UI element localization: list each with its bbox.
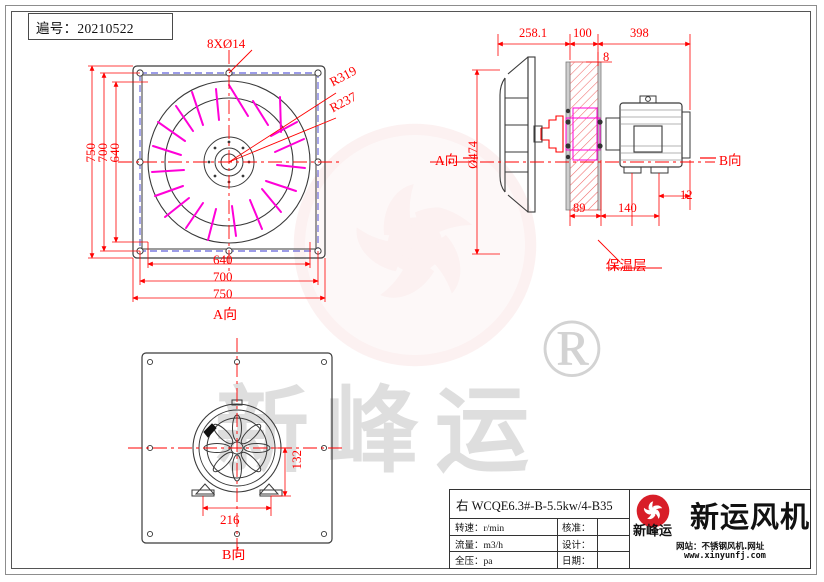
drawing-code-text: 遍号：20210522 bbox=[36, 20, 134, 36]
side-arrow-b-label: B向 bbox=[719, 153, 742, 168]
insulation-label: 保温层 bbox=[606, 258, 647, 273]
table-row: 转速：r/min 核准： bbox=[450, 519, 629, 536]
table-row: 流量：m3/h 设计： bbox=[450, 535, 629, 553]
front-bolt-callout: 8XØ14 bbox=[207, 36, 246, 51]
spec-value-date[interactable] bbox=[598, 552, 629, 568]
spec-value-designer[interactable] bbox=[598, 536, 629, 552]
spec-label-date: 日期： bbox=[558, 552, 598, 569]
title-block-left: 右 WCQE6.3#-B-5.5kw/4-B35 转速：r/min 核准： 流量… bbox=[450, 490, 630, 569]
side-dim-398: 398 bbox=[630, 26, 649, 40]
website-url[interactable]: www.xinyunfj.com bbox=[684, 551, 766, 561]
spec-label-speed: 转速：r/min bbox=[450, 519, 558, 535]
spec-rows: 转速：r/min 核准： 流量：m3/h 设计： 全压：pa 日期： bbox=[450, 519, 629, 569]
title-block-brand: 新峰运 新运风机 网站：不锈钢风机.网址 www.xinyunfj.com bbox=[630, 490, 810, 568]
model-designation: 右 WCQE6.3#-B-5.5kw/4-B35 bbox=[450, 490, 629, 519]
side-dim-140: 140 bbox=[618, 201, 637, 215]
side-dim-100: 100 bbox=[573, 26, 592, 40]
front-dim-640-bottom: 640 bbox=[213, 252, 233, 267]
side-view-dimensions bbox=[463, 34, 716, 269]
spec-value-approved[interactable] bbox=[598, 519, 629, 535]
brand-logo-row bbox=[636, 494, 670, 528]
bottom-view-label: B向 bbox=[222, 548, 246, 563]
front-dim-640-left: 640 bbox=[107, 143, 122, 163]
front-view-label: A向 bbox=[213, 308, 238, 323]
front-view-dimensions bbox=[88, 49, 337, 302]
bottom-dim-216: 216 bbox=[220, 512, 240, 527]
website-label: 网站：不锈钢风机.网址 bbox=[676, 542, 765, 552]
sheet-border-outer bbox=[5, 5, 817, 575]
front-view-geometry bbox=[118, 50, 340, 272]
spec-label-flow: 流量：m3/h bbox=[450, 535, 558, 552]
side-bore-dim: Ø474 bbox=[466, 141, 480, 169]
spec-label-approved: 核准： bbox=[558, 519, 598, 535]
front-dim-750-bottom: 750 bbox=[213, 286, 233, 301]
side-arrow-a-label: A向 bbox=[435, 153, 459, 168]
bottom-view-dimensions bbox=[202, 447, 291, 516]
spec-label-pressure: 全压：pa bbox=[450, 552, 558, 569]
side-dim-89: 89 bbox=[573, 201, 586, 215]
drawing-code-box: 遍号：20210522 bbox=[28, 13, 173, 40]
side-dim-12: 12 bbox=[680, 188, 693, 202]
title-block: 右 WCQE6.3#-B-5.5kw/4-B35 转速：r/min 核准： 流量… bbox=[449, 489, 811, 569]
side-plate-thickness: 8 bbox=[603, 50, 610, 64]
table-row: 全压：pa 日期： bbox=[450, 552, 629, 569]
bottom-dim-132: 132 bbox=[289, 450, 304, 470]
front-dim-700-bottom: 700 bbox=[213, 269, 233, 284]
side-dim-258: 258.1 bbox=[519, 26, 548, 40]
side-view-geometry bbox=[430, 56, 715, 213]
brand-script-text: 新峰运 bbox=[633, 524, 673, 539]
company-fan-logo-icon bbox=[636, 494, 670, 528]
sheet-border-inner bbox=[11, 11, 811, 569]
brand-name-text: 新运风机 bbox=[690, 500, 811, 534]
spec-label-designer: 设计： bbox=[558, 535, 598, 552]
